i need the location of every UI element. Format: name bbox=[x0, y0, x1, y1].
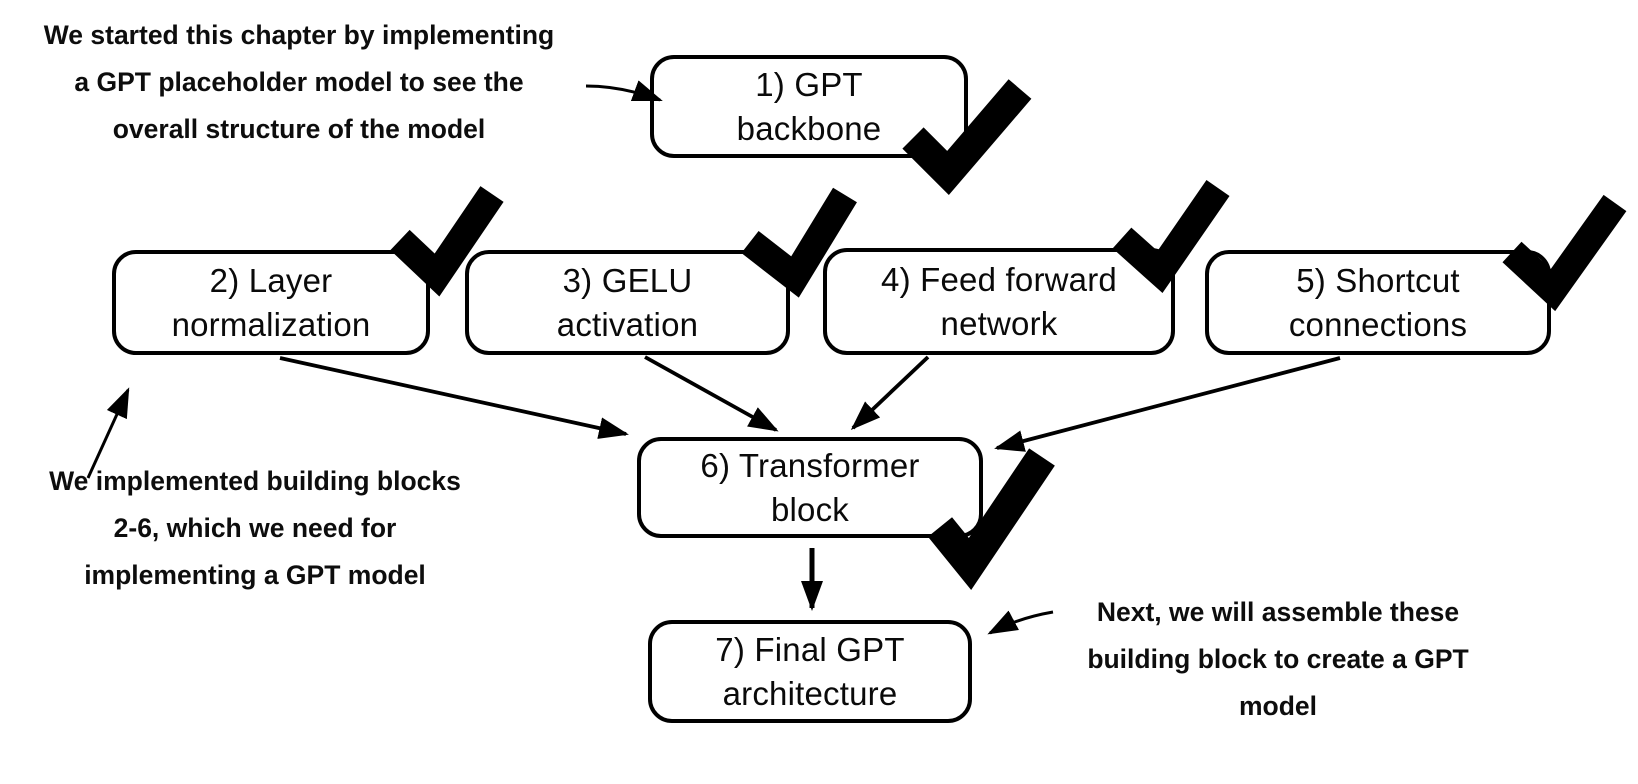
box-label-line: 1) GPT bbox=[755, 65, 863, 103]
arrow-feed-forward-to-transformer bbox=[850, 355, 930, 431]
box-label-line: 7) Final GPT bbox=[715, 630, 905, 668]
arrow-layer-norm-to-transformer bbox=[279, 356, 629, 439]
box-label-line: block bbox=[770, 490, 850, 528]
box-label-line: backbone bbox=[736, 109, 882, 147]
box-transformer-block: 6) Transformer block bbox=[637, 437, 983, 538]
box-label-line: 6) Transformer bbox=[700, 446, 920, 484]
note-line: a GPT placeholder model to see the bbox=[74, 67, 524, 97]
box-label-line: architecture bbox=[722, 674, 898, 712]
box-label-line: 5) Shortcut bbox=[1296, 261, 1460, 299]
box-label-line: normalization bbox=[171, 305, 371, 343]
note-line: 2-6, which we need for bbox=[113, 513, 397, 543]
arrow-note-to-final-gpt bbox=[987, 610, 1054, 635]
box-layer-normalization: 2) Layer normalization bbox=[112, 250, 430, 355]
note-line: Next, we will assemble these bbox=[1096, 597, 1460, 627]
arrow-gelu-to-transformer bbox=[644, 355, 779, 432]
note-line: We started this chapter by implementing bbox=[43, 20, 555, 50]
arrow-note-to-gpt-backbone bbox=[585, 80, 663, 102]
box-label-line: network bbox=[940, 304, 1058, 342]
box-label-line: connections bbox=[1288, 305, 1468, 343]
box-label-line: activation bbox=[556, 305, 699, 343]
box-label-line: 3) GELU bbox=[562, 261, 693, 299]
box-label-line: 4) Feed forward bbox=[881, 260, 1117, 298]
box-final-gpt-architecture: 7) Final GPT architecture bbox=[648, 620, 972, 723]
note-next-assemble: Next, we will assemble these building bl… bbox=[1063, 589, 1493, 730]
box-label-line: 2) Layer bbox=[209, 261, 333, 299]
arrow-shortcut-to-transformer bbox=[994, 356, 1341, 452]
note-line: model bbox=[1238, 691, 1318, 721]
box-shortcut-connections: 5) Shortcut connections bbox=[1205, 250, 1551, 355]
note-building-blocks: We implemented building blocks 2-6, whic… bbox=[23, 458, 487, 599]
note-line: overall structure of the model bbox=[112, 114, 486, 144]
note-chapter-start: We started this chapter by implementing … bbox=[15, 12, 583, 153]
box-gpt-backbone: 1) GPT backbone bbox=[650, 55, 968, 158]
box-gelu-activation: 3) GELU activation bbox=[465, 250, 790, 355]
box-feed-forward-network: 4) Feed forward network bbox=[823, 248, 1175, 355]
note-line: building block to create a GPT bbox=[1087, 644, 1469, 674]
note-line: implementing a GPT model bbox=[84, 560, 426, 590]
note-line: We implemented building blocks bbox=[49, 466, 461, 496]
